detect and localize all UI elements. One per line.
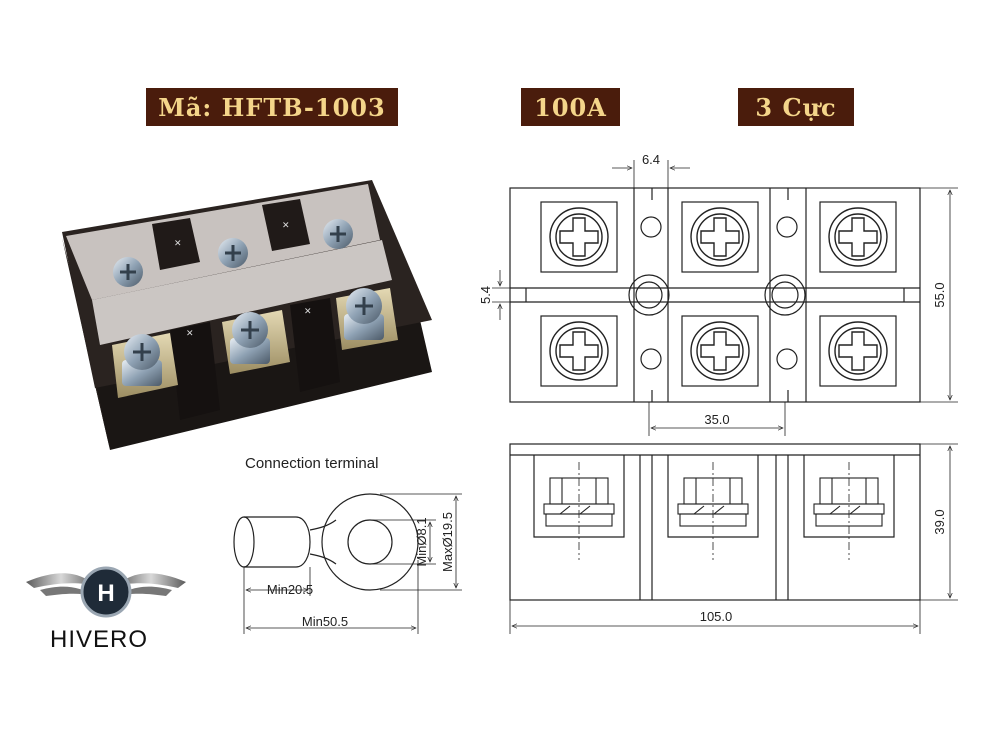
dim-pitch: 35.0: [704, 412, 729, 427]
dim-min-hole: MinØ8.1: [414, 517, 429, 566]
svg-text:✕: ✕: [304, 307, 312, 317]
dim-min-50-5: Min50.5: [302, 614, 348, 629]
brand-name: HIVERO: [50, 626, 149, 653]
pole-count-badge: 3 Cực: [738, 88, 854, 126]
hivero-logo-icon: H: [26, 566, 186, 618]
logo-letter: H: [97, 580, 114, 607]
svg-text:✕: ✕: [174, 239, 182, 249]
model-code-badge: Mã: HFTB-1003: [146, 88, 398, 126]
connection-terminal-title: Connection terminal: [245, 455, 378, 472]
current-rating-badge: 100A: [521, 88, 620, 126]
dim-max-outer: MaxØ19.5: [440, 512, 455, 572]
dim-pitch-top: 6.4: [642, 152, 660, 167]
dim-side-height: 39.0: [932, 509, 947, 534]
svg-text:✕: ✕: [282, 221, 290, 231]
terminal-block-photo: ✕ ✕ ✕ ✕: [62, 180, 432, 450]
connection-terminal-drawing: [233, 493, 462, 634]
svg-text:✕: ✕: [186, 329, 194, 339]
dim-slot-height: 5.4: [478, 286, 493, 304]
dim-min-20-5: Min20.5: [267, 582, 313, 597]
top-view-drawing: [492, 160, 958, 436]
dim-top-height: 55.0: [932, 282, 947, 307]
dim-length: 105.0: [700, 609, 733, 624]
side-view-drawing: [509, 443, 958, 634]
